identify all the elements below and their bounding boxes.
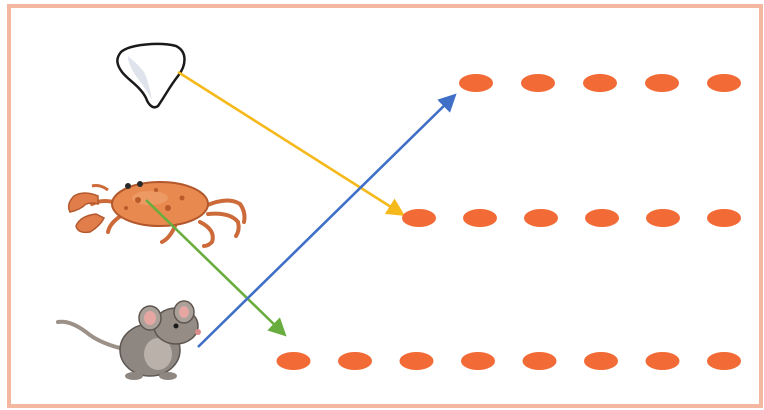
dot	[399, 352, 434, 370]
arrow-tooth-to-row-2	[177, 70, 406, 216]
arrow-mouse-to-row-1	[197, 93, 457, 348]
dot	[463, 209, 497, 227]
dot	[522, 352, 557, 370]
dot	[707, 209, 741, 227]
dot	[645, 352, 680, 370]
dot-row-2	[402, 209, 741, 227]
dot	[276, 352, 311, 370]
dot-row-1	[459, 74, 741, 92]
arrow-crab-to-row-3	[145, 199, 287, 337]
crab-icon	[67, 181, 247, 248]
dot	[646, 209, 680, 227]
dot	[338, 352, 372, 370]
dot-row-3	[276, 352, 741, 370]
dot	[524, 209, 558, 227]
dot	[461, 352, 495, 370]
dot	[585, 209, 619, 227]
tooth-icon	[116, 42, 186, 109]
mouse-icon	[56, 300, 201, 380]
dot	[707, 352, 741, 370]
dot	[645, 74, 679, 92]
dot	[584, 352, 618, 370]
dot	[521, 74, 555, 92]
dot	[583, 74, 617, 92]
border-frame	[7, 4, 763, 408]
dot	[402, 209, 436, 227]
dot	[459, 74, 493, 92]
dot	[707, 74, 741, 92]
